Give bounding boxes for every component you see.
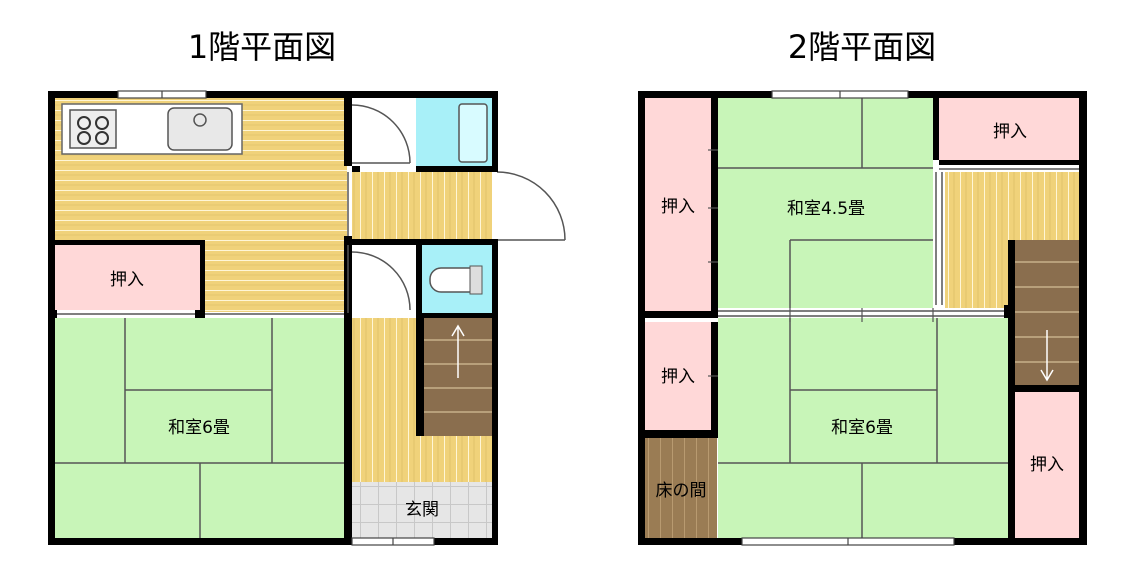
closet-top-right-2f — [939, 98, 1079, 160]
washitsu-large-2f — [718, 318, 1008, 538]
tokonoma-room — [645, 438, 717, 538]
floor2-title: 2階平面図 — [788, 28, 936, 66]
stairs-down-arrow-icon — [1040, 330, 1054, 382]
walls-1f — [48, 91, 498, 545]
washitsu-label-1f: 和室6畳 — [168, 418, 230, 438]
hall-floor-2f — [945, 172, 1079, 240]
closet-right-2f — [1015, 392, 1079, 538]
bathtub-icon — [458, 103, 488, 163]
closet-left-top-2f — [645, 98, 711, 311]
washitsu-large-label: 和室6畳 — [831, 418, 893, 438]
hall-floor — [352, 172, 492, 240]
tokonoma-label: 床の間 — [656, 481, 707, 501]
washitsu-room-1f — [55, 318, 347, 538]
closet-label-left-mid: 押入 — [661, 367, 695, 387]
closet-label-left-top: 押入 — [661, 197, 695, 217]
closet-label-1f: 押入 — [110, 270, 144, 290]
dining-floor — [205, 240, 347, 312]
floor1-title: 1階平面図 — [188, 28, 336, 66]
closet-label-right: 押入 — [1030, 455, 1064, 475]
stairs-up-arrow-icon — [451, 324, 465, 378]
genkan-room — [352, 482, 492, 538]
stove-icon — [69, 109, 117, 149]
floor1-plan: 押入 和室6畳 — [48, 90, 566, 546]
floor2-plan: 押入 和室4.5畳 押入 押入 — [638, 90, 1087, 546]
sink-icon — [167, 107, 233, 151]
door-swing — [496, 171, 566, 241]
closet-left-mid-2f — [645, 322, 711, 430]
washitsu-small-2f — [718, 98, 933, 308]
closet-label-top-right: 押入 — [993, 122, 1027, 142]
washitsu-small-label: 和室4.5畳 — [787, 199, 865, 219]
closet-room-1f — [55, 245, 200, 310]
genkan-label: 玄関 — [405, 500, 439, 520]
